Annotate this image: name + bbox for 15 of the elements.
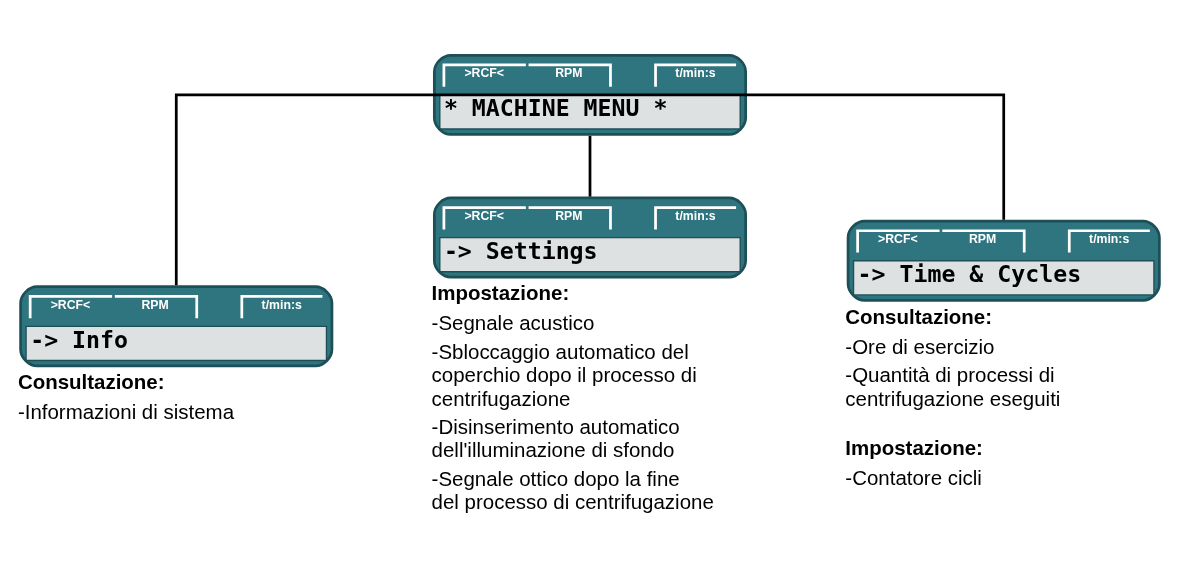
connector: [590, 93, 1006, 220]
node-label: Impostazione:: [431, 280, 570, 304]
node-label: -Ore di esercizio: [845, 334, 995, 358]
node-label: -Informazioni di sistema: [17, 399, 235, 423]
node-label: -Disinserimento automatico dell'illuminazione di sfondo: [431, 414, 680, 461]
connector: [174, 93, 590, 285]
node-label: Consultazione:: [845, 304, 993, 328]
node-label: -Segnale acustico: [431, 310, 595, 334]
node-label: Consultazione:: [17, 369, 165, 393]
node-label: Impostazione:: [845, 435, 983, 459]
node-label: -Sbloccaggio automatico del coperchio dopo il processo di centrifugazione: [431, 339, 697, 410]
node-label: -Segnale ottico dopo la fine del processo di centrifugazione: [431, 466, 714, 513]
node-label: -Quantità di processi di centrifugazione eseguiti: [845, 362, 1061, 410]
node-label: -Contatore cicli: [845, 465, 982, 489]
connector: [588, 135, 592, 197]
